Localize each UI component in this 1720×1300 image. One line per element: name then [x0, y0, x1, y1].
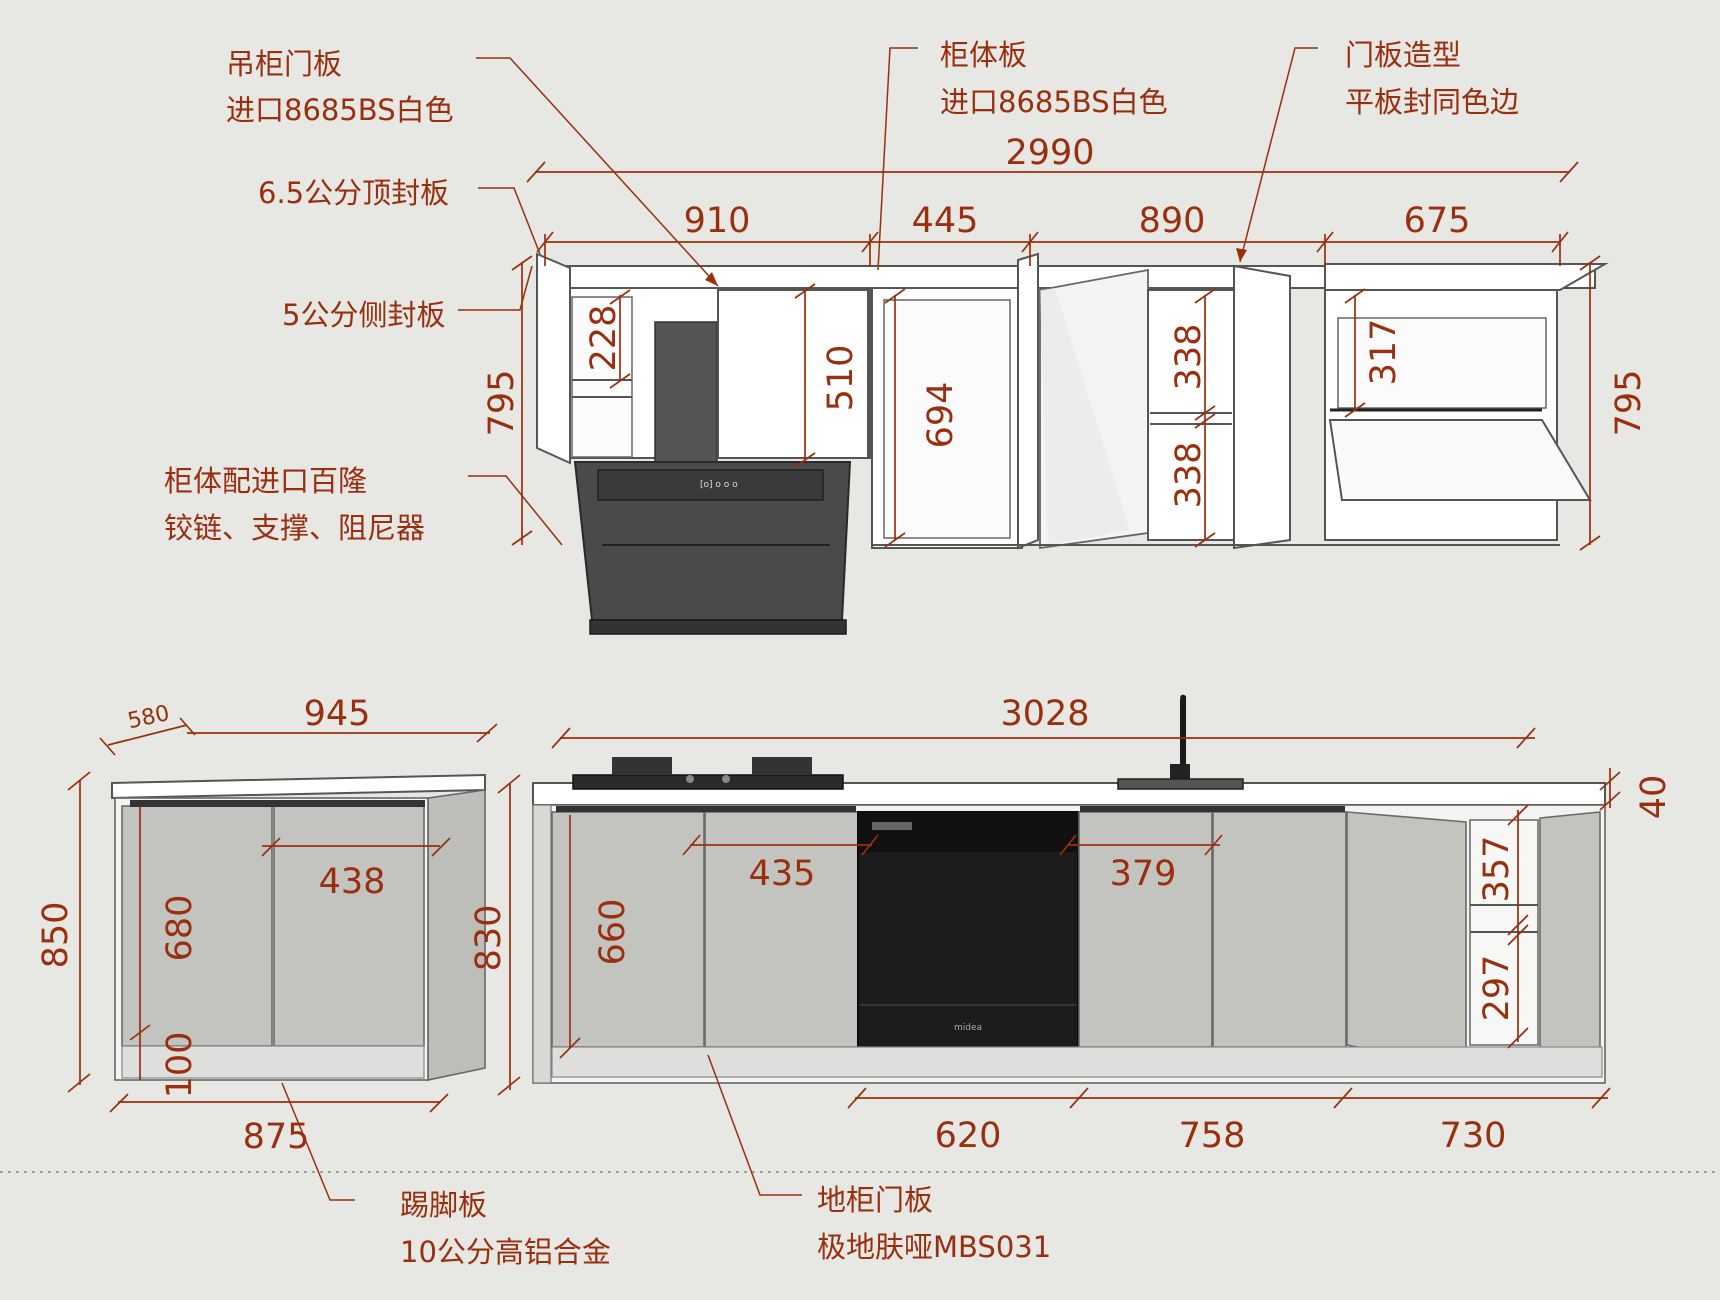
dim-base-297: 297: [1477, 955, 1517, 1022]
label-carcass-line1: 柜体板: [940, 38, 1027, 72]
dim-island-875: 875: [243, 1117, 310, 1157]
dim-base-total: 3028: [1000, 694, 1089, 734]
upper-mid-left-door-open: [1017, 252, 1039, 550]
base-door-1: [551, 811, 705, 1048]
upper-cabinets: [o] o o o: [536, 252, 1609, 635]
label-hardware-line2: 铰链、支撑、阻尼器: [164, 511, 425, 545]
svg-text:midea: midea: [954, 1023, 982, 1033]
label-door-style-line2: 平板封同色边: [1345, 85, 1519, 119]
dim-upper-h-right: 795: [1609, 370, 1649, 437]
upper-hood-cavity: [654, 321, 718, 463]
base-door-open-left: [1346, 811, 1467, 1068]
upper-dimension-labels: 2990 910 445 890 675 795 795 228 510 694…: [482, 133, 1649, 508]
label-upper-door-line1: 吊柜门板: [226, 47, 342, 81]
dim-upper-w2: 445: [912, 201, 979, 241]
base-kickboard: [551, 1046, 1603, 1078]
label-base-door-line2: 极地肤哑MBS031: [817, 1230, 1051, 1264]
dim-upper-694: 694: [921, 382, 961, 449]
label-carcass-line2: 进口8685BS白色: [940, 85, 1168, 119]
base-door-2: [704, 811, 859, 1048]
label-upper-door-line2: 进口8685BS白色: [226, 93, 454, 127]
dishwasher-icon: midea: [857, 811, 1079, 1048]
upper-890-door-open: [1233, 264, 1291, 550]
dim-island-830: 830: [469, 905, 509, 972]
upper-890-carcass: [1147, 289, 1235, 541]
island-dimension-lines: [67, 717, 521, 1113]
base-door-3: [1078, 811, 1213, 1048]
dim-base-435: 435: [749, 854, 816, 894]
label-side-seal: 5公分侧封板: [282, 298, 445, 332]
upper-dimension-lines: [511, 161, 1601, 551]
dim-upper-317: 317: [1364, 319, 1404, 386]
dim-base-top-40: 40: [1634, 775, 1674, 820]
base-door-open-right: [1539, 811, 1601, 1069]
island-kickboard: [121, 1045, 425, 1079]
dim-base-620: 620: [935, 1116, 1002, 1156]
annotation-labels: 吊柜门板 进口8685BS白色 6.5公分顶封板 5公分侧封板 柜体配进口百隆 …: [164, 38, 1519, 1269]
dim-island-438: 438: [319, 862, 386, 902]
upper-door-white: [717, 289, 869, 459]
label-kick-line1: 踢脚板: [400, 1188, 487, 1222]
label-hardware-line1: 柜体配进口百隆: [164, 464, 367, 498]
upper-left-shelf-bay: [571, 296, 633, 458]
range-hood-icon: [o] o o o: [573, 461, 852, 635]
dim-base-758: 758: [1179, 1116, 1246, 1156]
base-door-4: [1212, 811, 1347, 1048]
faucet-icon: [1170, 694, 1190, 779]
dim-upper-w1: 910: [684, 201, 751, 241]
label-base-door-line1: 地柜门板: [817, 1183, 933, 1217]
dim-island-850: 850: [36, 902, 76, 969]
upper-left-door-open: [536, 252, 571, 465]
dim-base-660: 660: [593, 899, 633, 966]
dim-upper-w4: 675: [1404, 201, 1471, 241]
dim-base-357: 357: [1477, 836, 1517, 903]
dim-upper-510: 510: [821, 345, 861, 412]
island-dimension-labels: 580 945 850 680 438 830 100 875: [36, 694, 509, 1157]
dim-base-730: 730: [1440, 1116, 1507, 1156]
svg-text:[o] o o o: [o] o o o: [700, 480, 738, 490]
label-kick-line2: 10公分高铝合金: [400, 1235, 611, 1269]
dim-base-379: 379: [1110, 854, 1177, 894]
dim-upper-shelf-228: 228: [584, 305, 624, 372]
gas-hob-icon: [572, 757, 844, 790]
label-door-style-line1: 门板造型: [1345, 38, 1461, 72]
island-door-right: [273, 805, 425, 1047]
label-top-seal: 6.5公分顶封板: [258, 176, 449, 210]
dim-upper-338-bottom: 338: [1169, 442, 1209, 509]
dim-island-depth: 580: [126, 701, 172, 734]
dim-upper-w3: 890: [1139, 201, 1206, 241]
dim-upper-h-left: 795: [482, 370, 522, 437]
dim-upper-338-top: 338: [1169, 324, 1209, 391]
base-dimension-lines: [551, 727, 1621, 1109]
dim-island-680: 680: [160, 895, 200, 962]
dim-island-100: 100: [160, 1032, 200, 1099]
base-dimension-labels: 3028 40 435 379 660 357 297 620 758 730: [593, 694, 1674, 1156]
dim-upper-total: 2990: [1005, 133, 1094, 173]
upper-right-lift-door: [1324, 263, 1609, 291]
island-countertop: [111, 773, 486, 800]
base-cabinets: midea: [532, 782, 1606, 1084]
annotation-leaders: [281, 47, 1318, 1201]
sink-icon: [1117, 778, 1244, 790]
dim-island-width: 945: [304, 694, 371, 734]
